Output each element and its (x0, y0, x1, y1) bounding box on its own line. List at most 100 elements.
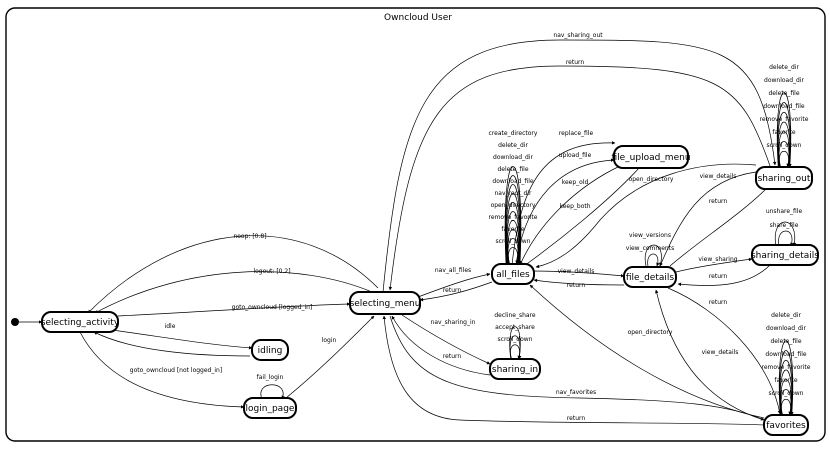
label-open-directory-sharing-out: open_directory (629, 176, 674, 183)
edges: noop: [0.8] logout: [0.2] goto_owncloud … (11, 32, 803, 426)
label-open-directory-favorites: open_directory (628, 329, 673, 336)
node-file-details[interactable]: file_details (623, 266, 677, 288)
cluster-frame (5, 7, 826, 442)
label-nav-favorites: nav_favorites (556, 389, 596, 396)
self-loop-label-favorites-2: delete_file (770, 338, 801, 345)
self-loop-label-sharing_out-1: download_dir (764, 77, 804, 84)
node-sharing-out[interactable]: sharing_out (755, 166, 813, 190)
edge-idling-back (93, 331, 251, 357)
node-selecting-menu[interactable]: selecting_menu (349, 291, 421, 315)
self-loop-stacks: create_directorydelete_dirdownload_dirde… (489, 64, 811, 416)
node-label-file-details: file_details (626, 273, 675, 283)
edge-return-sharing-out (388, 65, 771, 291)
edge-view-details-sharing-out (659, 171, 757, 267)
self-loop-label-all_files-8: favorite (501, 226, 524, 233)
label-keep-old: keep_old (562, 179, 589, 186)
node-label-favorites: favorites (766, 421, 806, 431)
label-return-favorites-details: return (709, 299, 728, 306)
node-label-selecting-menu: selecting_menu (350, 299, 421, 309)
self-loop-label-all_files-5: nav_root_dir (494, 190, 532, 197)
edge-return-sharing-details (677, 264, 771, 287)
label-idle: idle (165, 323, 176, 330)
node-label-sharing-out: sharing_out (758, 174, 811, 184)
label-goto-not-logged-in: goto_owncloud [not logged_in] (130, 367, 222, 374)
node-label-idling: idling (258, 346, 283, 356)
edge-return-file-details (533, 278, 625, 286)
label-noop: noop: [0.8] (233, 233, 266, 240)
self-loop-sharing_out-6 (779, 150, 790, 168)
edge-nav-sharing-out (382, 39, 777, 293)
self-loop-label-favorites-6: scroll_down (769, 390, 804, 397)
node-file-upload-menu[interactable]: file_upload_menu (611, 145, 691, 169)
label-return-file-details: return (567, 282, 586, 289)
label-nav-sharing-in: nav_sharing_in (431, 319, 476, 326)
label-unshare-file: unshare_file (766, 208, 803, 215)
node-sharing-details[interactable]: sharing_details (751, 244, 819, 266)
node-idling[interactable]: idling (251, 339, 289, 361)
edge-return-file-details-sharing-out (669, 186, 769, 267)
diagram-title: Owncloud User (384, 13, 452, 23)
edge-noop (87, 235, 379, 314)
edge-return-all-files (419, 281, 493, 302)
edge-goto-not-logged-in (79, 331, 245, 409)
edge-keep-old (519, 165, 621, 266)
label-view-sharing: view_sharing (698, 256, 737, 263)
label-fail-login: fail_login (257, 374, 284, 381)
self-loop-label-all_files-7: remove_favorite (489, 214, 538, 221)
node-sharing-in[interactable]: sharing_in (489, 358, 541, 380)
self-loop-label-sharing_in-2: scroll_down (498, 336, 533, 343)
self-loop-sharing_out-4 (778, 131, 791, 168)
node-selecting-activity[interactable]: selecting_activity (41, 311, 120, 333)
label-view-details-favorites: view_details (702, 349, 739, 356)
label-view-details-sharing-out: view_details (700, 173, 737, 180)
edge-nav-sharing-in (401, 314, 491, 365)
label-return-favorites: return (567, 415, 586, 422)
self-loop-label-sharing_in-0: decline_share (494, 312, 536, 319)
self-loop-label-sharing_out-0: delete_dir (769, 64, 799, 71)
self-loop-label-sharing_out-3: download_file (763, 103, 804, 110)
edge-view-versions (644, 244, 663, 267)
self-loop-label-sharing_in-1: accept_share (495, 324, 535, 331)
self-loop-label-favorites-3: download_file (765, 351, 806, 358)
edge-open-directory-favorites (529, 284, 765, 419)
label-return-file-details-sharing-out: return (709, 198, 728, 205)
edge-return-sharing-in (391, 315, 491, 376)
self-loop-label-sharing_out-6: scroll_down (767, 142, 802, 149)
node-favorites[interactable]: favorites (763, 414, 809, 436)
edge-goto-logged-in (117, 302, 351, 317)
label-replace-file: replace_file (559, 130, 594, 137)
self-loop-all_files-2 (505, 184, 522, 265)
edge-login (285, 315, 375, 399)
self-loop-label-all_files-6: open_directory (491, 202, 536, 209)
edge-keep-both (523, 166, 641, 267)
node-label-sharing-details: sharing_details (751, 251, 819, 261)
self-loop-label-all_files-0: create_directory (489, 130, 538, 137)
self-loop-label-favorites-4: remove_favorite (762, 364, 811, 371)
label-upload-file: upload_file (559, 152, 592, 159)
edge-upload-file (515, 158, 615, 266)
self-loop-label-sharing_out-4: remove_favorite (760, 116, 809, 123)
self-loop-all_files-0 (504, 166, 522, 265)
edge-view-details-all-files (531, 270, 625, 278)
label-return-sharing-details: return (709, 273, 728, 280)
self-loop-favorites-6 (781, 398, 792, 416)
node-all-files[interactable]: all_files (491, 263, 535, 285)
self-loop-label-all_files-1: delete_dir (498, 142, 528, 149)
label-nav-all-files: nav_all_files (435, 267, 471, 274)
self-loop-favorites-4 (780, 379, 793, 416)
node-login-page[interactable]: login_page (243, 397, 297, 419)
self-loop-sharing_in-2 (510, 344, 522, 360)
label-nav-sharing-out: nav_sharing_out (553, 32, 603, 39)
self-loop-label-favorites-0: delete_dir (771, 312, 801, 319)
node-label-sharing-in: sharing_in (492, 365, 538, 375)
label-view-versions: view_versions (629, 232, 671, 239)
label-login: login (322, 337, 337, 344)
edge-open-directory-sharing-out (535, 163, 757, 269)
edge-view-comments (647, 253, 660, 267)
self-loop-label-all_files-2: download_dir (493, 154, 533, 161)
node-label-file-upload-menu: file_upload_menu (611, 153, 690, 163)
edge-replace-file (511, 141, 616, 266)
node-label-login-page: login_page (246, 404, 295, 414)
self-loop-label-sharing_out-2: delete_file (768, 90, 799, 97)
initial-state-dot (11, 318, 19, 326)
